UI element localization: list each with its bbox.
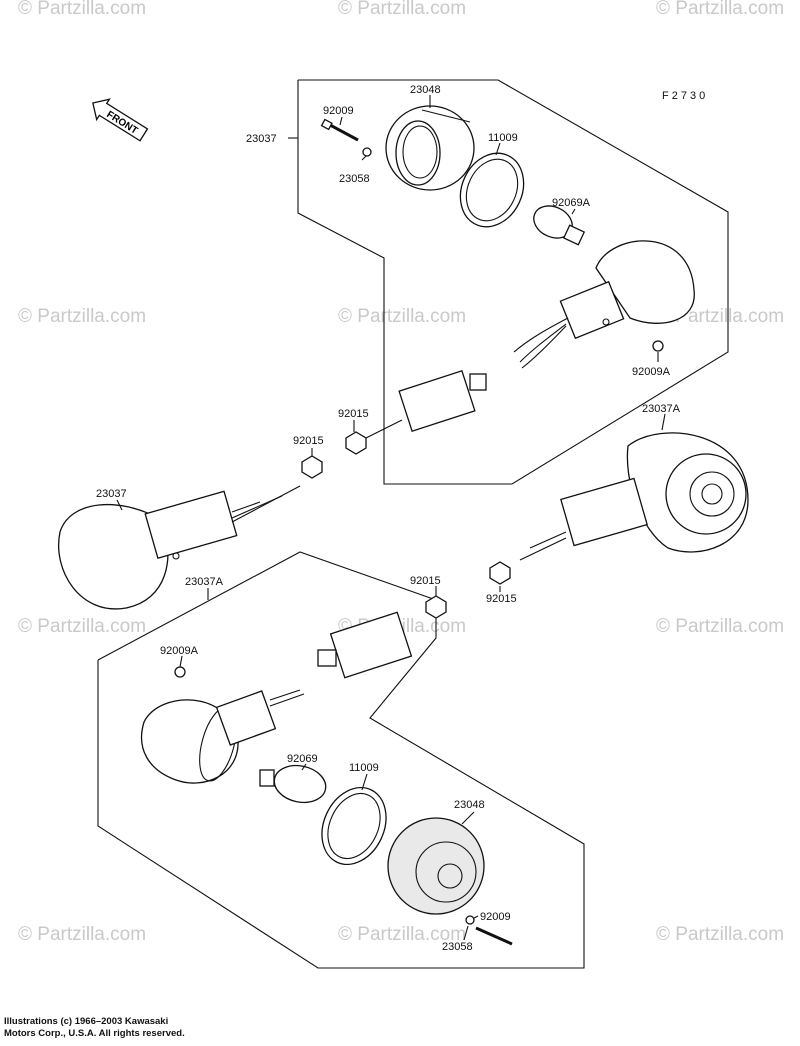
- lower-bulb: [259, 764, 327, 804]
- upper-small-nut: [362, 147, 372, 157]
- label-lower-nut-a: 92015: [410, 575, 441, 587]
- lower-group-outline: [97, 551, 585, 969]
- lower-screw: [174, 666, 186, 678]
- upper-nut-b: [301, 455, 323, 479]
- label-lower-small-nut: 23058: [442, 941, 473, 953]
- copyright-notice: Illustrations (c) 1966–2003 Kawasaki Mot…: [4, 1016, 185, 1040]
- label-upper-bolt: 92009: [323, 105, 354, 117]
- upper-screw: [652, 340, 664, 352]
- watermark: © Partzilla.com: [18, 306, 146, 327]
- upper-group-outline: [297, 79, 729, 485]
- watermark: © Partzilla.com: [656, 924, 784, 945]
- label-lower-lens: 23048: [454, 799, 485, 811]
- upper-lens-housing: [385, 105, 475, 191]
- label-upper-screw: 92009A: [632, 366, 671, 378]
- label-lower-nut-b: 92015: [486, 593, 517, 605]
- front-arrow-icon: FRONT: [92, 98, 149, 142]
- label-right-assy: 23037A: [642, 403, 681, 415]
- lower-nut-b: [489, 561, 511, 585]
- diagram-code: F2730: [662, 90, 708, 102]
- watermark: © Partzilla.com: [18, 0, 146, 19]
- upper-gasket: [459, 152, 525, 228]
- label-upper-assy: 23037: [246, 133, 277, 145]
- label-left-assy: 23037: [96, 488, 127, 500]
- left-turn-signal: [58, 485, 301, 610]
- right-turn-signal: [519, 432, 749, 561]
- label-upper-gasket: 11009: [488, 132, 518, 144]
- label-upper-nut-a: 92015: [338, 408, 369, 420]
- lower-small-nut: [465, 915, 475, 925]
- upper-nut-a: [345, 431, 367, 455]
- lower-gasket: [321, 786, 387, 866]
- upper-flasher: [365, 370, 487, 439]
- label-lower-screw: 92009A: [160, 645, 199, 657]
- watermark: © Partzilla.com: [18, 616, 146, 637]
- lower-lens-housing: [387, 817, 485, 915]
- watermark: © Partzilla.com: [338, 0, 466, 19]
- label-lower-bulb: 92069: [287, 753, 318, 765]
- leader-lines: [116, 95, 666, 941]
- label-upper-nut-b: 92015: [293, 435, 324, 447]
- upper-bulb: [533, 205, 586, 246]
- watermark: © Partzilla.com: [338, 306, 466, 327]
- lower-flasher: [317, 611, 413, 679]
- copyright-line-1: Illustrations (c) 1966–2003 Kawasaki: [4, 1016, 169, 1027]
- label-upper-bulb: 92069A: [552, 197, 591, 209]
- upper-turn-signal-body: [513, 240, 695, 369]
- watermark: © Partzilla.com: [338, 924, 466, 945]
- copyright-line-2: Motors Corp., U.S.A. All rights reserved…: [4, 1028, 185, 1039]
- label-lower-assy: 23037A: [185, 576, 224, 588]
- label-lower-bolt: 92009: [480, 911, 511, 923]
- watermark: © Partzilla.com: [656, 616, 784, 637]
- watermark: © Partzilla.com: [656, 0, 784, 19]
- lower-turn-signal-body: [140, 689, 305, 784]
- watermark: © Partzilla.com: [18, 924, 146, 945]
- part-labels: 23037 92009 23048 23058 11009 92069A 920…: [96, 84, 681, 953]
- lower-bolt: [475, 926, 513, 946]
- label-upper-lens: 23048: [410, 84, 441, 96]
- lower-nut-a: [425, 595, 447, 619]
- label-upper-small-nut: 23058: [339, 173, 370, 185]
- label-lower-gasket: 11009: [349, 762, 379, 774]
- upper-bolt: [320, 118, 359, 142]
